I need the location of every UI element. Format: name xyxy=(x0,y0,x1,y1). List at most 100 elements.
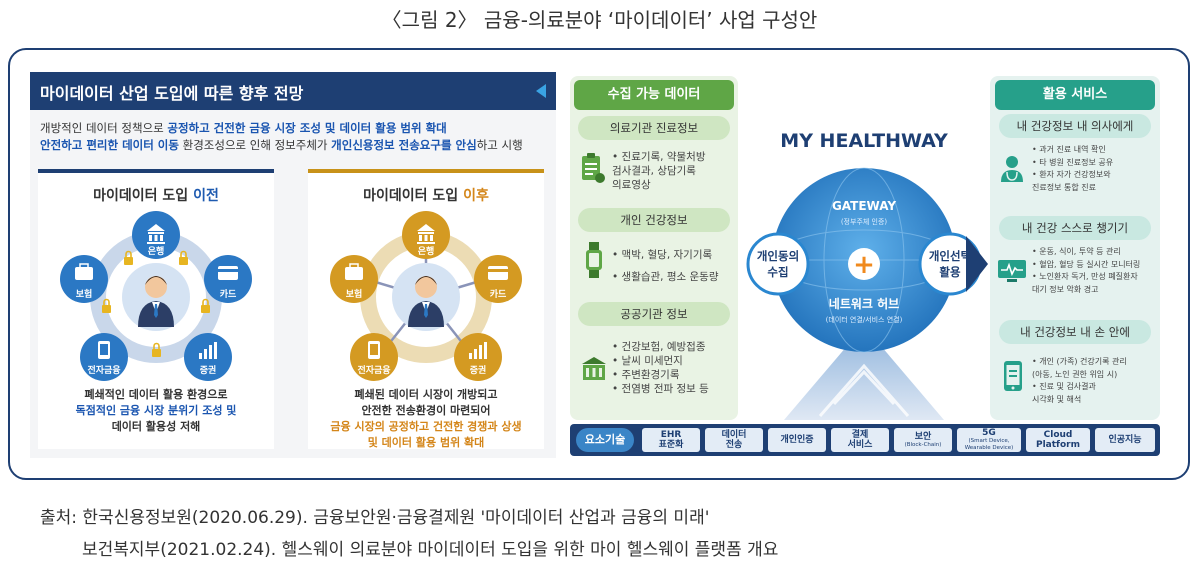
public-data-title: 공공기관 정보 xyxy=(578,302,730,326)
finance-intro: 개방적인 데이터 정책으로 공정하고 건전한 금융 시장 조성 및 데이터 활용… xyxy=(40,120,550,154)
healthway-panel: 수집 가능 데이터 의료기관 진료정보 • 진료기록, 약물처방 검사결과, 상… xyxy=(566,72,1164,458)
mobile-phone-icon xyxy=(1004,361,1022,391)
tech-security: 보안(Block-Chain) xyxy=(894,428,952,452)
source-line-2: 보건복지부(2021.02.24). 헬스웨이 의료분야 마이데이터 도입을 위… xyxy=(82,540,779,560)
mobile-service-items: • 개인 (가족) 건강기록 관리 (아동, 노인 권한 위임 시) • 진료 … xyxy=(1032,357,1127,404)
svg-text:개인선택: 개인선택 xyxy=(929,249,971,263)
efinance-node: 전자금융 xyxy=(80,333,128,381)
intro-highlight: 안전하고 편리한 데이터 이동 xyxy=(40,138,179,152)
briefcase-icon xyxy=(345,267,363,280)
doctor-icon xyxy=(1001,156,1023,182)
lock-icons xyxy=(102,250,210,357)
businessman-icon xyxy=(138,276,174,327)
svg-text:전자금융: 전자금융 xyxy=(87,364,120,376)
healthway-hub-diagram: MY HEALTHWAY GATEWAY (정부주체 인증) + 네트워크 허브… xyxy=(746,122,988,420)
bar-chart-icon xyxy=(199,342,217,359)
after-card-title: 마이데이터 도입 이후 xyxy=(363,188,489,204)
after-description: 폐쇄된 데이터 시장이 개방되고 안전한 전송환경이 마련되어 금융 시장의 공… xyxy=(330,388,522,449)
gateway-sublabel: (정부주체 인증) xyxy=(841,217,888,226)
selfcare-service-items: • 운동, 식이, 투약 등 관리 • 혈압, 혈당 등 실시간 모니터링 • … xyxy=(1032,247,1141,294)
clipboard-icon xyxy=(582,153,605,183)
doctor-service-items: • 과거 진료 내역 확인 • 타 병원 진료정보 공유 • 환자 자가 건강정… xyxy=(1032,145,1114,192)
before-card-title: 마이데이터 도입 이전 xyxy=(93,188,219,204)
card-node: 카드 xyxy=(204,255,252,303)
hub-sublabel: (데이터 연결/서비스 연결) xyxy=(826,315,903,324)
triangle-icon xyxy=(536,84,546,98)
tech-5g: 5G(Smart Device, Wearable Device) xyxy=(957,428,1021,452)
personal-health-items: • 맥박, 혈당, 자기기록 • 생활습관, 평소 운동량 xyxy=(612,249,719,283)
hospital-data-title: 의료기관 진료정보 xyxy=(578,116,730,140)
finance-mydata-panel: 마이데이터 산업 도입에 따른 향후 전망 개방적인 데이터 정책으로 공정하고… xyxy=(30,72,556,458)
securities-node: 증권 xyxy=(184,333,232,381)
svg-text:은행: 은행 xyxy=(418,245,435,257)
before-description: 폐쇄적인 데이터 활용 환경으로 독점적인 금융 시장 분위기 조성 및 데이터… xyxy=(75,388,237,433)
core-technology-label: 요소기술 xyxy=(576,428,634,452)
bank-icon xyxy=(417,224,435,244)
bank-icon xyxy=(147,224,165,244)
personal-health-title: 개인 건강정보 xyxy=(578,208,730,232)
before-card: 마이데이터 도입 이전 은행 xyxy=(38,169,274,449)
tech-ai: 인공지능 xyxy=(1095,428,1155,452)
businessman-icon xyxy=(408,276,444,327)
collectable-data-header: 수집 가능 데이터 xyxy=(574,80,734,110)
hospital-data-items: • 진료기록, 약물처방 검사결과, 상담기록 의료영상 xyxy=(612,151,706,191)
smartwatch-icon xyxy=(586,242,602,278)
svg-text:보험: 보험 xyxy=(346,288,363,300)
brand-title: MY HEALTHWAY xyxy=(780,130,948,152)
insurance-node: 보험 xyxy=(60,255,108,303)
building-icon xyxy=(582,357,606,380)
insurance-node: 보험 xyxy=(330,255,378,303)
svg-text:개인동의: 개인동의 xyxy=(757,249,799,263)
svg-text:수집: 수집 xyxy=(767,265,788,279)
bank-node: 은행 xyxy=(402,211,450,259)
after-card: 마이데이터 도입 이후 은행 xyxy=(308,169,544,449)
svg-text:전자금융: 전자금융 xyxy=(357,364,390,376)
intro-text: 하고 시행 xyxy=(476,138,523,152)
mobile-service-title: 내 건강정보 내 손 안에 xyxy=(999,320,1151,344)
plus-circle xyxy=(848,248,880,280)
svg-text:보험: 보험 xyxy=(76,288,93,300)
svg-text:활용: 활용 xyxy=(939,265,961,279)
intro-text: 환경조성으로 인해 정보주체가 xyxy=(178,138,332,152)
card-node: 카드 xyxy=(474,255,522,303)
after-network-diagram: 은행 보험 카드 전자금융 증권 xyxy=(330,211,522,381)
svg-text:증권: 증권 xyxy=(470,364,487,376)
arrow-right-icon xyxy=(966,236,988,292)
bank-node: 은행 xyxy=(132,211,180,259)
credit-card-icon xyxy=(218,266,238,280)
svg-text:카드: 카드 xyxy=(490,288,507,300)
tech-authentication: 개인인증 xyxy=(768,428,826,452)
selfcare-service-title: 내 건강 스스로 챙기기 xyxy=(999,216,1151,240)
doctor-service-title: 내 건강정보 내 의사에게 xyxy=(999,114,1151,138)
plus-icon: + xyxy=(853,250,875,280)
services-header: 활용 서비스 xyxy=(995,80,1155,110)
source-line-1: 출처: 한국신용정보원(2020.06.29). 금융보안원·금융결제원 '마이… xyxy=(40,508,710,528)
finance-panel-title: 마이데이터 산업 도입에 따른 향후 전망 xyxy=(40,84,304,103)
collectable-data-column: 수집 가능 데이터 의료기관 진료정보 • 진료기록, 약물처방 검사결과, 상… xyxy=(570,76,738,420)
securities-node: 증권 xyxy=(454,333,502,381)
services-column: 활용 서비스 내 건강정보 내 의사에게 • 과거 진료 내역 확인 • 타 병… xyxy=(990,76,1160,420)
svg-text:증권: 증권 xyxy=(200,364,217,376)
health-monitor-icon xyxy=(998,260,1026,282)
consent-bubble xyxy=(746,232,810,296)
figure-title: 〈그림 2〉 금융-의료분야 ‘마이데이터’ 사업 구성안 xyxy=(381,8,818,32)
gateway-label: GATEWAY xyxy=(832,199,896,213)
briefcase-icon xyxy=(75,267,93,280)
public-data-items: • 건강보험, 예방접종 • 날씨 미세먼지 • 주변환경기록 • 전염병 전파… xyxy=(612,341,709,395)
intro-highlight: 개인신용정보 전송요구를 안심 xyxy=(331,138,477,152)
svg-text:은행: 은행 xyxy=(148,245,165,257)
before-network-diagram: 은행 보험 카드 전자금융 증권 xyxy=(60,211,252,381)
intro-text: 개방적인 데이터 정책으로 xyxy=(40,121,168,135)
intro-highlight: 공정하고 건전한 금융 시장 조성 및 데이터 활용 범위 확대 xyxy=(167,121,447,135)
bar-chart-icon xyxy=(469,342,487,359)
finance-panel-header: 마이데이터 산업 도입에 따른 향후 전망 xyxy=(30,72,556,110)
hub-label: 네트워크 허브 xyxy=(829,296,899,311)
svg-text:카드: 카드 xyxy=(220,288,237,300)
brand-box xyxy=(770,122,960,156)
efinance-node: 전자금융 xyxy=(350,333,398,381)
